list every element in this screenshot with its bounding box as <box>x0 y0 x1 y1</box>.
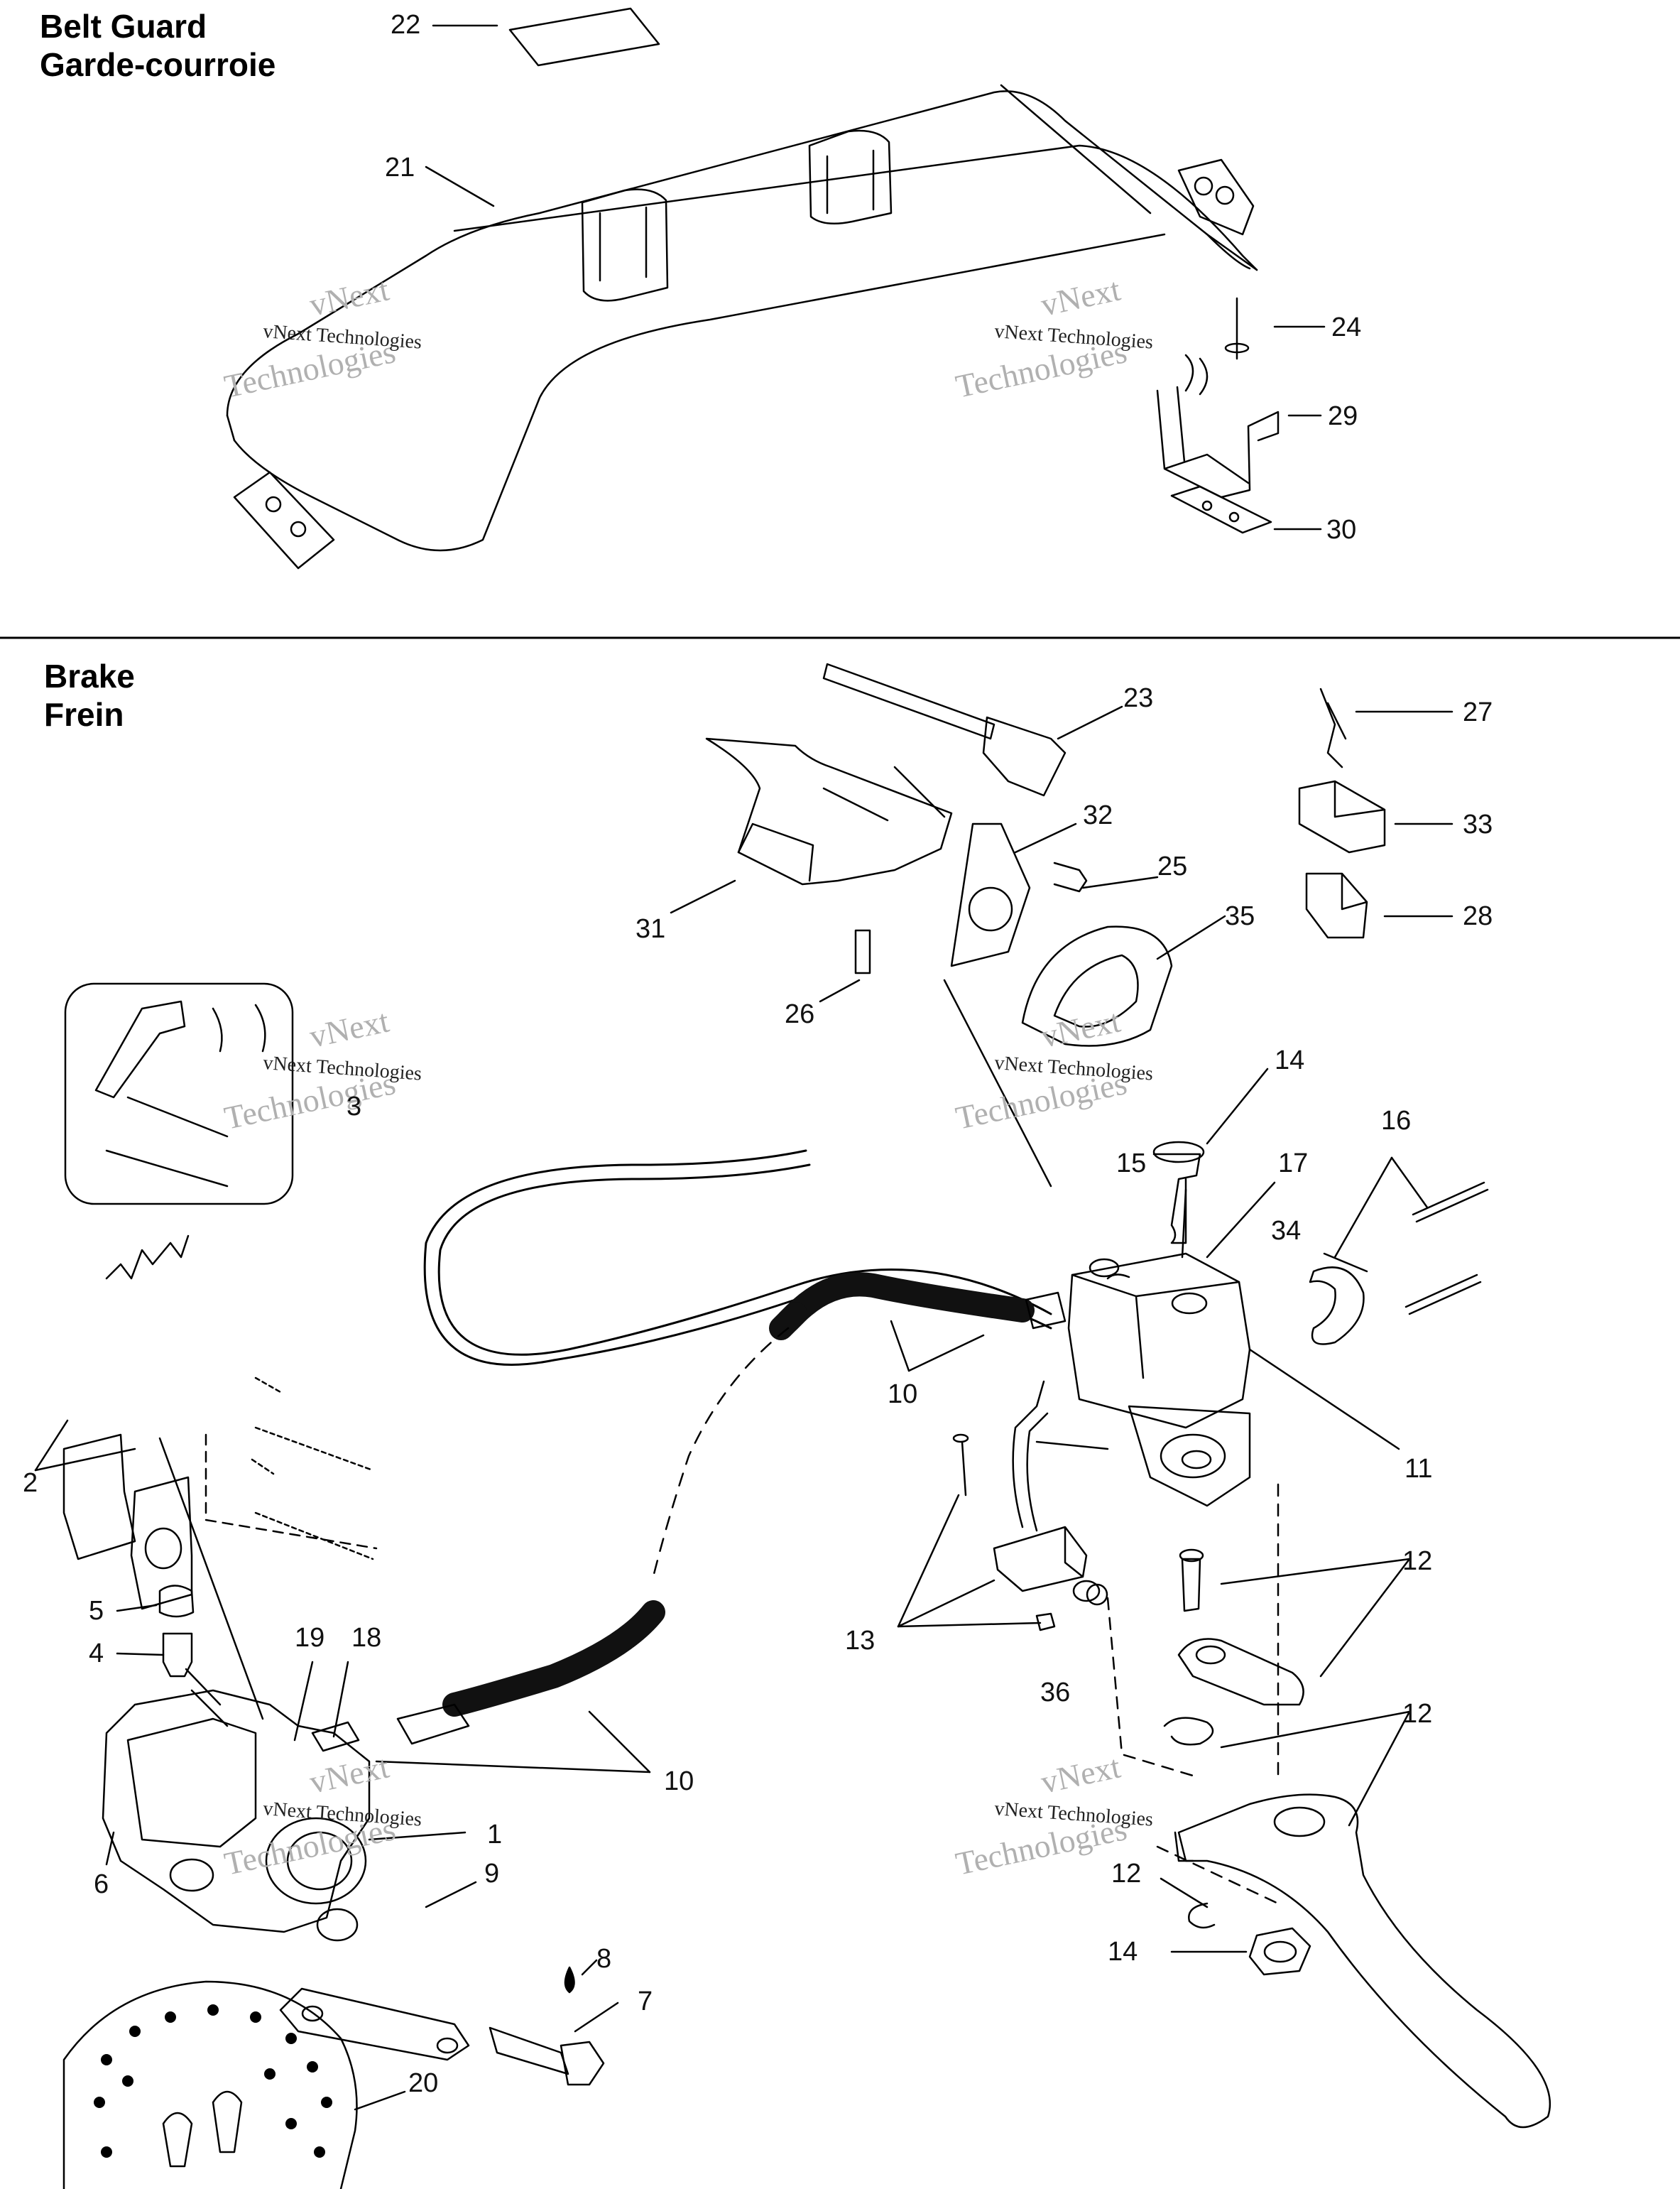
callout-labels: 22 21 24 29 30 23 27 32 33 31 25 35 28 2… <box>23 10 1493 2098</box>
callout-12-c: 12 <box>1111 1859 1141 1889</box>
section-title-belt-guard: Belt Guard Garde-courroie <box>40 7 276 84</box>
callout-12: 12 <box>1402 1546 1432 1576</box>
callout-4: 4 <box>89 1639 104 1668</box>
watermark-overlays: vNext Technologies vNext Technologies vN… <box>263 320 1154 1831</box>
callout-8: 8 <box>596 1944 611 1974</box>
callout-3: 3 <box>347 1092 361 1121</box>
brake-title-en: Brake <box>44 658 135 695</box>
inset-box-part-3 <box>64 982 294 1205</box>
callout-24: 24 <box>1331 313 1361 342</box>
callout-36: 36 <box>1040 1678 1070 1707</box>
callout-10: 10 <box>888 1379 917 1409</box>
brake-title-fr: Frein <box>44 696 124 733</box>
section-title-brake: Brake Frein <box>44 657 135 734</box>
brake-drawing <box>62 663 1551 2189</box>
belt-guard-title-en: Belt Guard <box>40 8 207 45</box>
callout-29: 29 <box>1328 401 1358 431</box>
callout-34: 34 <box>1271 1216 1301 1246</box>
callout-27: 27 <box>1463 697 1493 727</box>
callout-25: 25 <box>1157 852 1187 881</box>
part-22-plate <box>508 7 660 67</box>
callout-11: 11 <box>1404 1454 1432 1484</box>
callout-5: 5 <box>89 1596 104 1626</box>
callout-22: 22 <box>391 10 420 40</box>
callout-31: 31 <box>636 914 665 944</box>
callout-30: 30 <box>1326 515 1356 545</box>
watermark-line1: vNext <box>306 1748 392 1800</box>
callout-21: 21 <box>385 153 415 183</box>
watermark-line1: vNext <box>1037 1002 1123 1054</box>
callout-16: 16 <box>1381 1106 1411 1136</box>
callout-35: 35 <box>1225 901 1255 931</box>
callout-26: 26 <box>785 999 814 1029</box>
callout-12-b: 12 <box>1402 1699 1432 1729</box>
belt-guard-leaders <box>425 24 1326 531</box>
callout-28: 28 <box>1463 901 1493 931</box>
callout-6: 6 <box>94 1869 109 1899</box>
watermark-line1: vNext <box>306 271 392 322</box>
callout-7: 7 <box>638 1987 653 2016</box>
belt-guard-drawing <box>226 7 1280 570</box>
callout-19: 19 <box>295 1623 324 1653</box>
callout-32: 32 <box>1083 800 1113 830</box>
callout-18: 18 <box>351 1623 381 1653</box>
callout-33: 33 <box>1463 810 1493 840</box>
brake-leaders <box>34 705 1453 2111</box>
callout-13: 13 <box>845 1626 875 1656</box>
watermark-line1: vNext <box>1037 1748 1123 1800</box>
callout-2: 2 <box>23 1468 38 1498</box>
callout-14: 14 <box>1275 1045 1304 1075</box>
callout-10-lower: 10 <box>664 1766 694 1796</box>
callout-14-lower: 14 <box>1108 1937 1138 1967</box>
callout-1: 1 <box>487 1820 502 1849</box>
belt-guard-title-fr: Garde-courroie <box>40 46 276 83</box>
callout-15: 15 <box>1116 1148 1146 1178</box>
callout-23: 23 <box>1123 683 1153 713</box>
watermark-line1: vNext <box>306 1002 392 1054</box>
callout-20: 20 <box>408 2068 438 2098</box>
watermark-line1: vNext <box>1037 271 1123 322</box>
callout-9: 9 <box>484 1859 499 1889</box>
callout-17: 17 <box>1278 1148 1308 1178</box>
